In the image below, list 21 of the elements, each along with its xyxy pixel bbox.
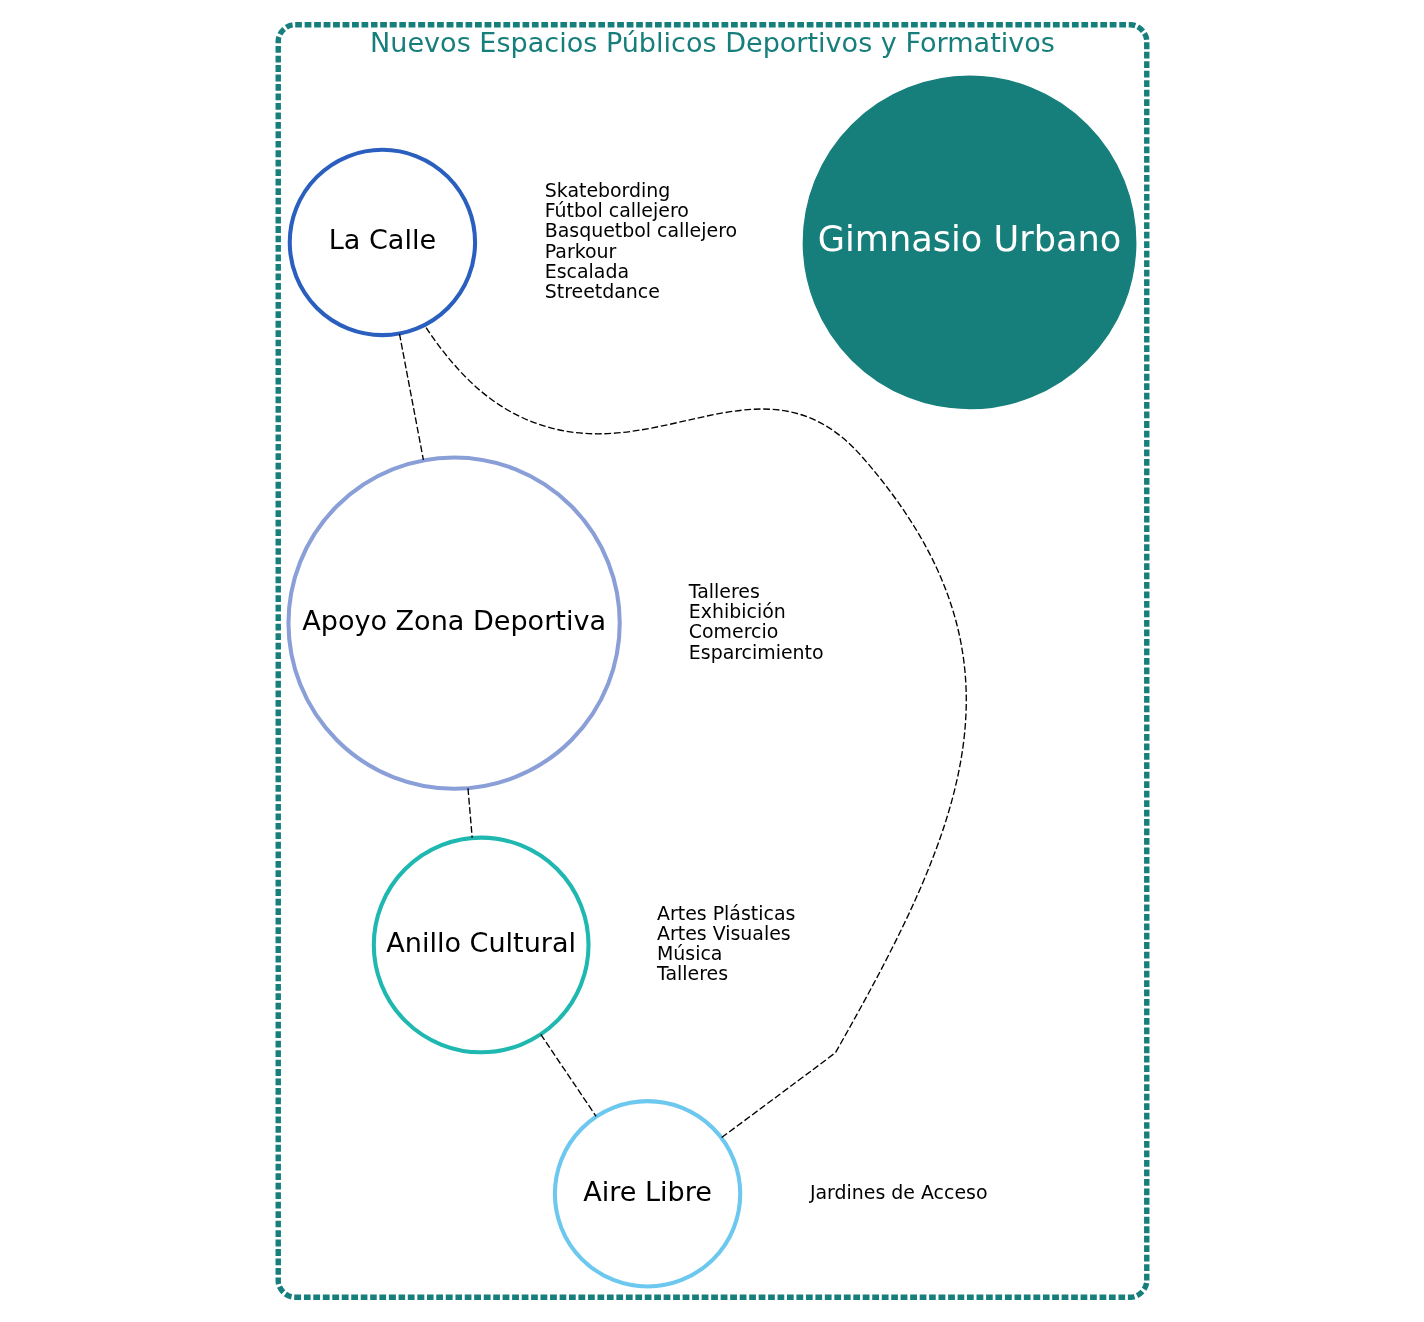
node-circle: Apoyo Zona Deportiva	[285, 455, 622, 791]
node-label: Skatebording	[544, 178, 670, 201]
node-label: Jardines de Acceso	[809, 1180, 987, 1203]
node-label: Talleres	[656, 962, 728, 985]
node-label: Esparcimiento	[688, 640, 824, 663]
connector	[539, 1033, 597, 1117]
node-label: Escalada	[544, 259, 629, 282]
connector	[398, 333, 424, 461]
connector	[466, 787, 473, 839]
node-circle: Gimnasio Urbano	[802, 75, 1136, 410]
node-label: Streetdance	[544, 280, 660, 303]
node-circle: La Calle	[287, 147, 477, 338]
node-label: Música	[656, 942, 722, 965]
node-label: Comercio	[688, 620, 778, 643]
connector	[423, 324, 967, 1139]
node-circle: Anillo Cultural	[371, 835, 591, 1055]
node-circle: Aire Libre	[552, 1099, 742, 1289]
node-label: Talleres	[688, 579, 760, 602]
node-label: Exhibición	[688, 599, 786, 622]
node-label: Artes Plásticas	[656, 901, 795, 924]
node-label: Artes Visuales	[656, 921, 791, 944]
